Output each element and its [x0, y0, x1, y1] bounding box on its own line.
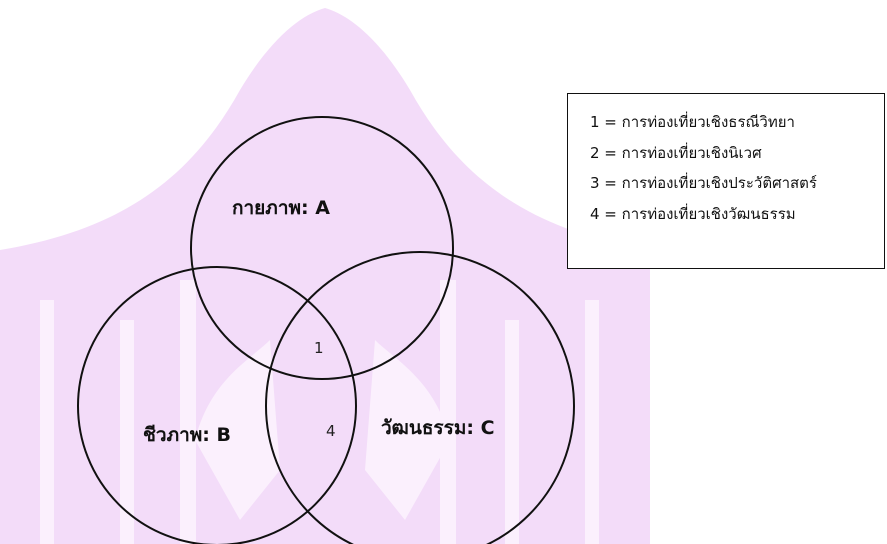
- region-label-bc: 4: [326, 422, 336, 440]
- set-label-c: วัฒนธรรม: C: [381, 417, 495, 439]
- legend-item: 4 = การท่องเที่ยวเชิงวัฒนธรรม: [590, 204, 884, 235]
- circle-b: [78, 267, 356, 544]
- set-label-b: ชีวภาพ: B: [143, 424, 231, 446]
- legend-item: 1 = การท่องเที่ยวเชิงธรณีวิทยา: [590, 112, 884, 143]
- legend-box: 1 = การท่องเที่ยวเชิงธรณีวิทยา 2 = การท่…: [567, 93, 885, 269]
- circle-c: [266, 252, 574, 544]
- legend-item: 3 = การท่องเที่ยวเชิงประวัติศาสตร์: [590, 173, 884, 204]
- set-label-a: กายภาพ: A: [232, 197, 330, 219]
- region-label-abc: 1: [314, 339, 324, 357]
- legend-item: 2 = การท่องเที่ยวเชิงนิเวศ: [590, 143, 884, 174]
